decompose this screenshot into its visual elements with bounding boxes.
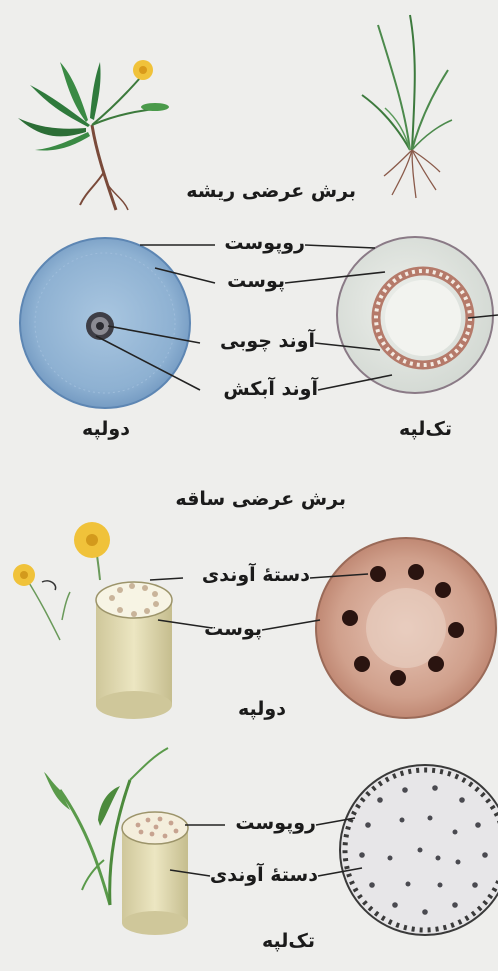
root-section-heading: برش عرضی ریشه [186, 180, 356, 202]
dicot-stem-cross-section [316, 538, 496, 718]
root-monocot-caption: تک‌لپه [399, 418, 452, 440]
dicot-plant-illustration [18, 60, 169, 210]
monocot-plant-illustration [362, 15, 452, 198]
stem-section-heading: برش عرضی ساقه [175, 488, 346, 510]
root-xylem-label: آوند چوبی [220, 330, 315, 352]
dicot-stem-cylinder [96, 582, 172, 719]
dicot-stem-plant-illustration [13, 522, 110, 640]
monocot-root-cross-section [337, 237, 493, 393]
monocot-stem-cylinder [122, 812, 188, 935]
stem-dicot-bundle-label: دستهٔ آوندی [202, 564, 310, 586]
root-epidermis-label: روپوست [224, 232, 305, 254]
root-cortex-label: پوست [227, 270, 285, 292]
stem-monocot-caption: تک‌لپه [262, 930, 315, 952]
monocot-stem-cross-section [340, 765, 498, 935]
stem-dicot-caption: دولپه [238, 698, 286, 720]
stem-monocot-epidermis-label: روپوست [235, 812, 316, 834]
stem-dicot-cortex-label: پوست [204, 618, 262, 640]
root-phloem-label: آوند آبکش [223, 378, 318, 400]
stem-monocot-bundle-label: دستهٔ آوندی [210, 864, 318, 886]
root-dicot-caption: دولپه [82, 418, 130, 440]
dicot-root-cross-section [20, 238, 190, 408]
